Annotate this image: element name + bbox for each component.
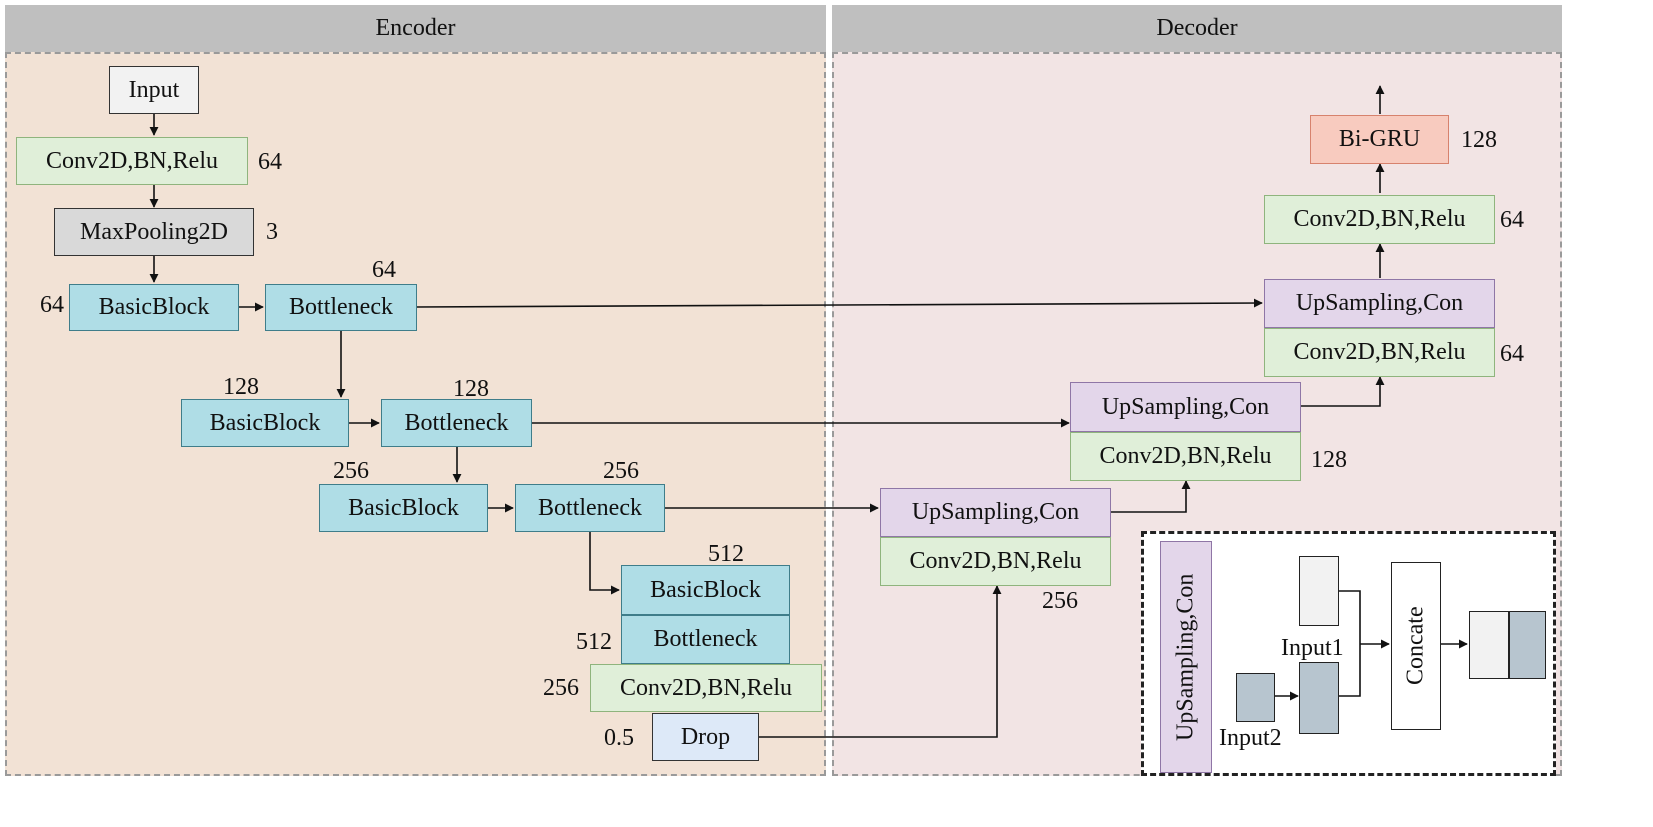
legend-input1-block bbox=[1299, 556, 1339, 626]
bigru-block: Bi-GRU bbox=[1310, 115, 1449, 164]
stem-conv-block: Conv2D,BN,Relu bbox=[16, 137, 248, 185]
stage3-basic-channels: 256 bbox=[333, 458, 369, 484]
up1-upsampling-block: UpSampling,Con bbox=[880, 488, 1111, 537]
stage3-bottleneck: Bottleneck bbox=[515, 484, 665, 532]
stage4-basicblock: BasicBlock bbox=[621, 565, 790, 615]
maxpool-size: 3 bbox=[266, 219, 278, 245]
stage2-bottleneck-channels: 128 bbox=[453, 376, 489, 402]
up3-channels: 64 bbox=[1500, 341, 1524, 367]
top-conv-block: Conv2D,BN,Relu bbox=[1264, 195, 1495, 244]
legend-concat-block: Concate bbox=[1391, 562, 1441, 730]
up1-conv-block: Conv2D,BN,Relu bbox=[880, 537, 1111, 586]
legend-input2-block bbox=[1236, 673, 1275, 722]
wire-bottleneck3-to-basic4 bbox=[589, 532, 620, 595]
wire-skip-64 bbox=[415, 298, 1263, 308]
maxpool-block: MaxPooling2D bbox=[54, 208, 254, 256]
legend-input1-label: Input1 bbox=[1281, 635, 1344, 661]
stage2-basicblock: BasicBlock bbox=[181, 399, 349, 447]
up2-conv-block: Conv2D,BN,Relu bbox=[1070, 432, 1301, 481]
legend-wires bbox=[1275, 590, 1468, 701]
stage1-bottleneck-channels: 64 bbox=[372, 257, 396, 283]
stage4-bottleneck-channels: 512 bbox=[576, 629, 612, 655]
stage1-basic-channels: 64 bbox=[40, 292, 64, 318]
stage4-basic-channels: 512 bbox=[708, 541, 744, 567]
final-conv-block: Conv2D,BN,Relu bbox=[590, 664, 822, 712]
up3-upsampling-block: UpSampling,Con bbox=[1264, 279, 1495, 328]
up1-channels: 256 bbox=[1042, 588, 1078, 614]
bigru-channels: 128 bbox=[1461, 127, 1497, 153]
stage4-bottleneck: Bottleneck bbox=[621, 615, 790, 664]
up3-conv-block: Conv2D,BN,Relu bbox=[1264, 328, 1495, 377]
up2-upsampling-block: UpSampling,Con bbox=[1070, 382, 1301, 432]
wire-drop-to-up1 bbox=[759, 585, 1002, 738]
top-conv-channels: 64 bbox=[1500, 207, 1524, 233]
input-block: Input bbox=[109, 66, 199, 114]
drop-block: Drop bbox=[652, 713, 759, 761]
stage3-bottleneck-channels: 256 bbox=[603, 458, 639, 484]
wire-up1-to-up2 bbox=[1111, 480, 1191, 513]
decoder-header: Decoder bbox=[832, 5, 1562, 52]
drop-rate: 0.5 bbox=[604, 725, 634, 751]
stage2-basic-channels: 128 bbox=[223, 374, 259, 400]
stage1-basicblock: BasicBlock bbox=[69, 284, 239, 331]
legend-output-left-block bbox=[1469, 611, 1509, 679]
stage2-bottleneck: Bottleneck bbox=[381, 399, 532, 447]
legend-upsampled-block bbox=[1299, 662, 1339, 734]
wire-up2-to-up3 bbox=[1301, 376, 1385, 407]
stem-conv-channels: 64 bbox=[258, 149, 282, 175]
legend-output-right-block bbox=[1509, 611, 1546, 679]
up2-channels: 128 bbox=[1311, 447, 1347, 473]
final-conv-channels: 256 bbox=[543, 675, 579, 701]
encoder-header: Encoder bbox=[5, 5, 826, 52]
stage3-basicblock: BasicBlock bbox=[319, 484, 488, 532]
upsampling-legend: UpSampling,Con Concate Input1 Input2 bbox=[1141, 531, 1556, 776]
legend-input2-label: Input2 bbox=[1219, 725, 1282, 751]
stage1-bottleneck: Bottleneck bbox=[265, 284, 417, 331]
